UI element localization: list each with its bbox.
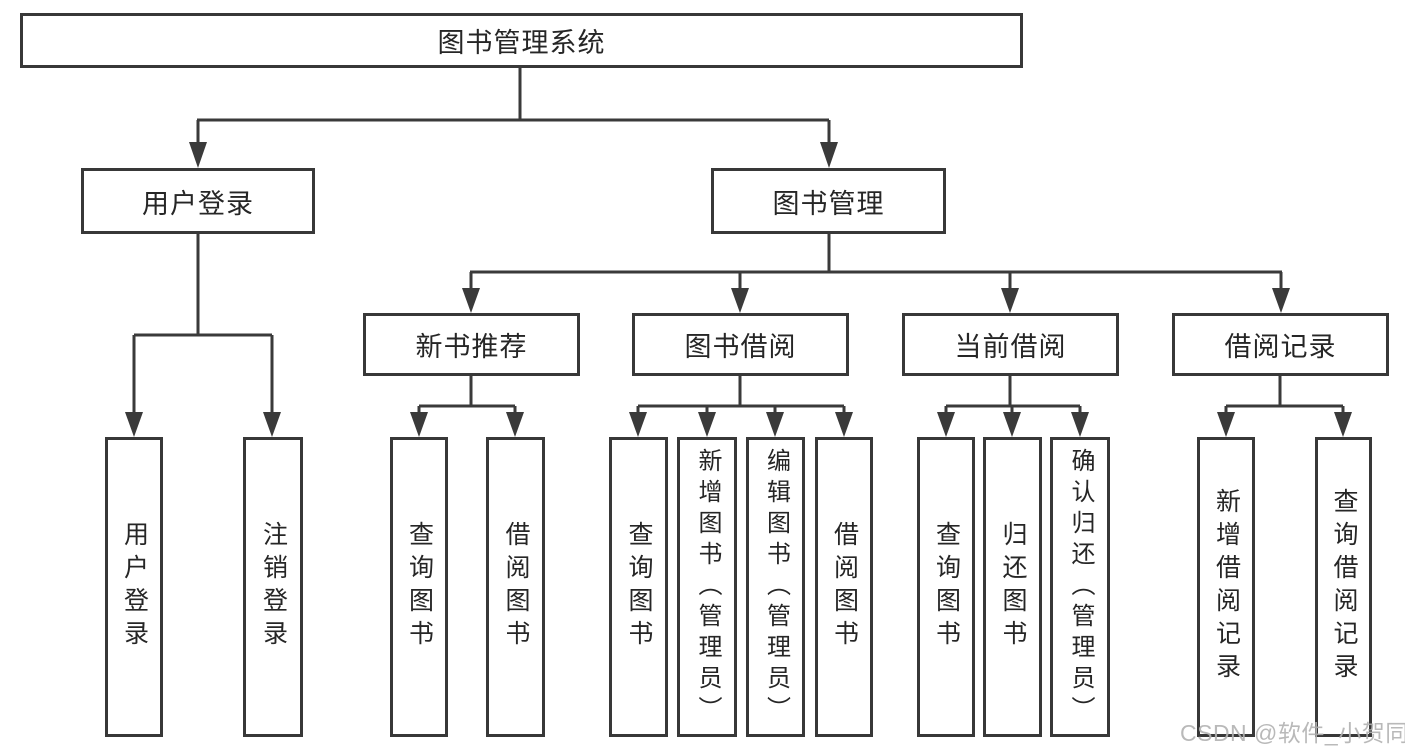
node-book-management: 图书管理 xyxy=(711,168,946,234)
node-borrowing-records: 借阅记录 xyxy=(1172,313,1389,376)
leaf-borrow-books-recommendation: 借阅图书 xyxy=(486,437,545,737)
node-current-borrowing: 当前借阅 xyxy=(902,313,1119,376)
node-book-borrowing: 图书借阅 xyxy=(632,313,849,376)
leaf-logout: 注销登录 xyxy=(243,437,303,737)
node-user-login: 用户登录 xyxy=(81,168,315,234)
node-new-book-recommendation: 新书推荐 xyxy=(363,313,580,376)
leaf-return-books: 归还图书 xyxy=(983,437,1042,737)
leaf-query-borrowing-record: 查询借阅记录 xyxy=(1315,437,1372,737)
leaf-add-borrowing-record: 新增借阅记录 xyxy=(1197,437,1255,737)
leaf-query-books-current: 查询图书 xyxy=(917,437,975,737)
csdn-watermark: CSDN @软件_小贺同学 xyxy=(1180,720,1405,746)
leaf-user-login: 用户登录 xyxy=(105,437,163,737)
leaf-query-books-borrowing: 查询图书 xyxy=(609,437,668,737)
leaf-query-books-recommendation: 查询图书 xyxy=(390,437,448,737)
leaf-confirm-return-admin: 确认归还（管理员） xyxy=(1050,437,1110,737)
leaf-add-books-admin: 新增图书（管理员） xyxy=(677,437,737,737)
leaf-borrow-books: 借阅图书 xyxy=(815,437,873,737)
leaf-edit-books-admin: 编辑图书（管理员） xyxy=(746,437,805,737)
node-library-management-system: 图书管理系统 xyxy=(20,13,1023,68)
